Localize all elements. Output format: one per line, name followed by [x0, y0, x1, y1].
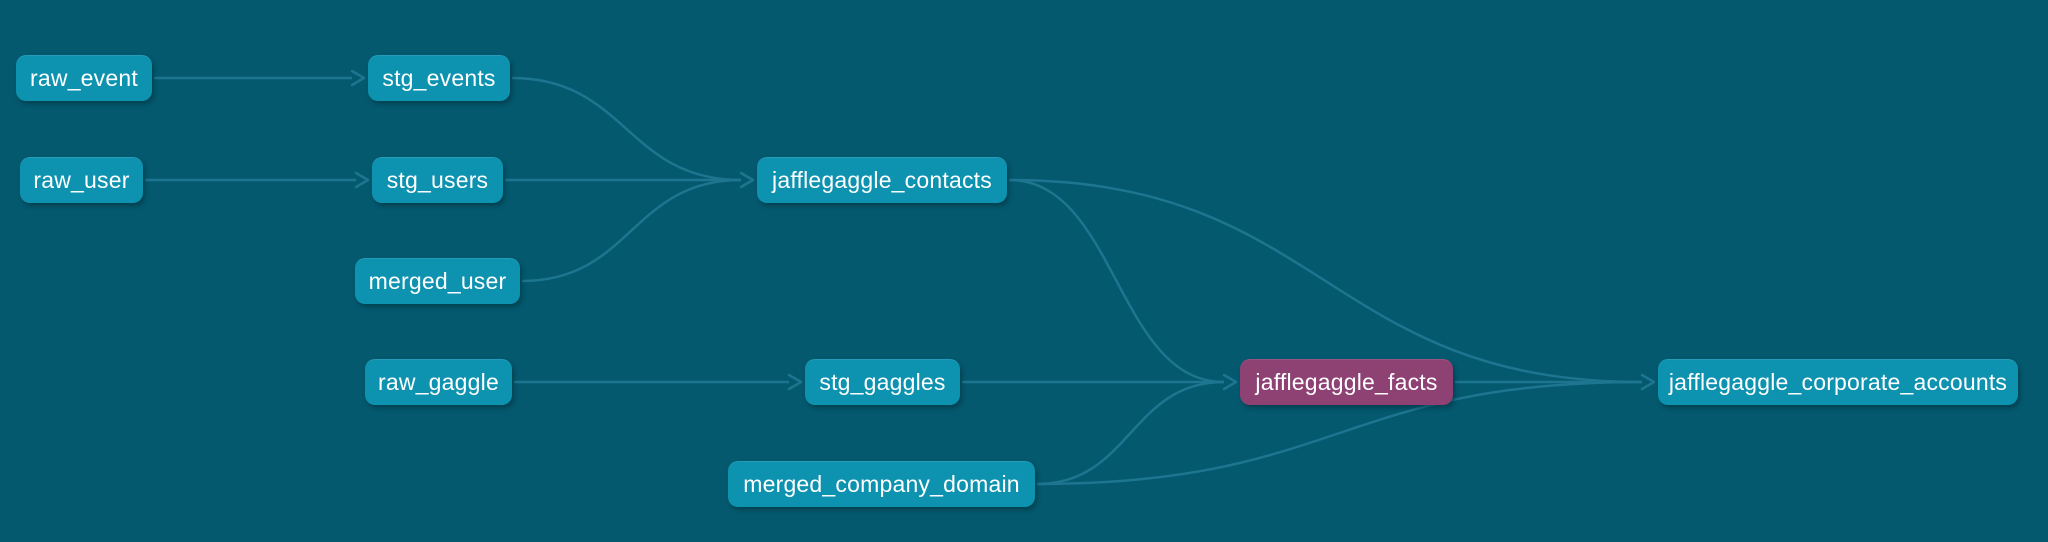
node-stg_gaggles[interactable]: stg_gaggles	[805, 359, 960, 405]
node-merged_company_domain[interactable]: merged_company_domain	[728, 461, 1035, 507]
node-stg_events[interactable]: stg_events	[368, 55, 510, 101]
node-jafflegaggle_corporate_accounts[interactable]: jafflegaggle_corporate_accounts	[1658, 359, 2018, 405]
node-raw_gaggle[interactable]: raw_gaggle	[365, 359, 512, 405]
arrowhead-into-stg_events	[350, 69, 366, 87]
node-raw_user[interactable]: raw_user	[20, 157, 143, 203]
node-jafflegaggle_facts[interactable]: jafflegaggle_facts	[1240, 359, 1453, 405]
arrowhead-into-jafflegaggle_facts	[1222, 373, 1238, 391]
arrowhead-into-jafflegaggle_corporate_accounts	[1640, 373, 1656, 391]
edge-merged_user-to-jafflegaggle_contacts	[521, 178, 742, 283]
node-stg_users[interactable]: stg_users	[372, 157, 503, 203]
edge-jafflegaggle_contacts-to-jafflegaggle_corporate_accounts	[1008, 178, 1643, 384]
node-raw_event[interactable]: raw_event	[16, 55, 152, 101]
arrowhead-into-stg_users	[354, 171, 370, 189]
edge-merged_company_domain-to-jafflegaggle_corporate_accounts	[1036, 380, 1643, 486]
arrowhead-into-jafflegaggle_contacts	[739, 171, 755, 189]
edge-stg_events-to-jafflegaggle_contacts	[511, 76, 742, 182]
node-merged_user[interactable]: merged_user	[355, 258, 520, 304]
arrowhead-into-stg_gaggles	[787, 373, 803, 391]
edge-merged_company_domain-to-jafflegaggle_facts	[1036, 380, 1225, 486]
edge-jafflegaggle_contacts-to-jafflegaggle_facts	[1008, 178, 1225, 384]
node-jafflegaggle_contacts[interactable]: jafflegaggle_contacts	[757, 157, 1007, 203]
